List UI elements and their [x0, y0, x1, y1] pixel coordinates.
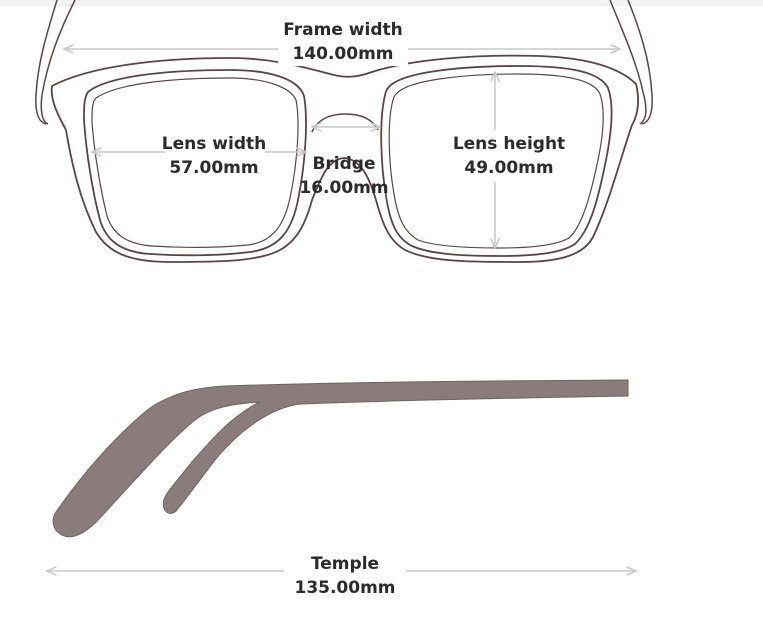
frame-outline: [50, 54, 639, 263]
left-lens: [83, 69, 307, 257]
frame-width-label: Frame width 140.00mm: [278, 18, 408, 66]
lens-height-value: 49.00mm: [464, 158, 554, 178]
lens-width-value: 57.00mm: [169, 158, 259, 178]
temple-title: Temple: [310, 554, 380, 574]
frame-width-title: Frame width: [283, 20, 403, 40]
front-temple-left: [35, 0, 76, 125]
temple-arm-side: [52, 379, 629, 538]
front-temple-right: [609, 0, 653, 125]
lens-height-label: Lens height 49.00mm: [444, 132, 574, 180]
lens-width-title: Lens width: [161, 134, 267, 154]
right-lens-inner: [388, 73, 604, 249]
bridge-value: 16.00mm: [299, 178, 389, 198]
temple-label: Temple 135.00mm: [284, 552, 406, 600]
top-strip: [0, 0, 763, 6]
left-lens-inner: [91, 77, 299, 248]
lens-height-title: Lens height: [452, 134, 566, 154]
bridge-label: Bridge 16.00mm: [293, 152, 395, 200]
bridge-title: Bridge: [312, 154, 376, 174]
temple-value: 135.00mm: [294, 578, 396, 598]
lens-width-label: Lens width 57.00mm: [156, 132, 272, 180]
bridge-piece: [311, 113, 379, 133]
frame-width-value: 140.00mm: [292, 44, 394, 64]
right-lens: [380, 65, 613, 257]
